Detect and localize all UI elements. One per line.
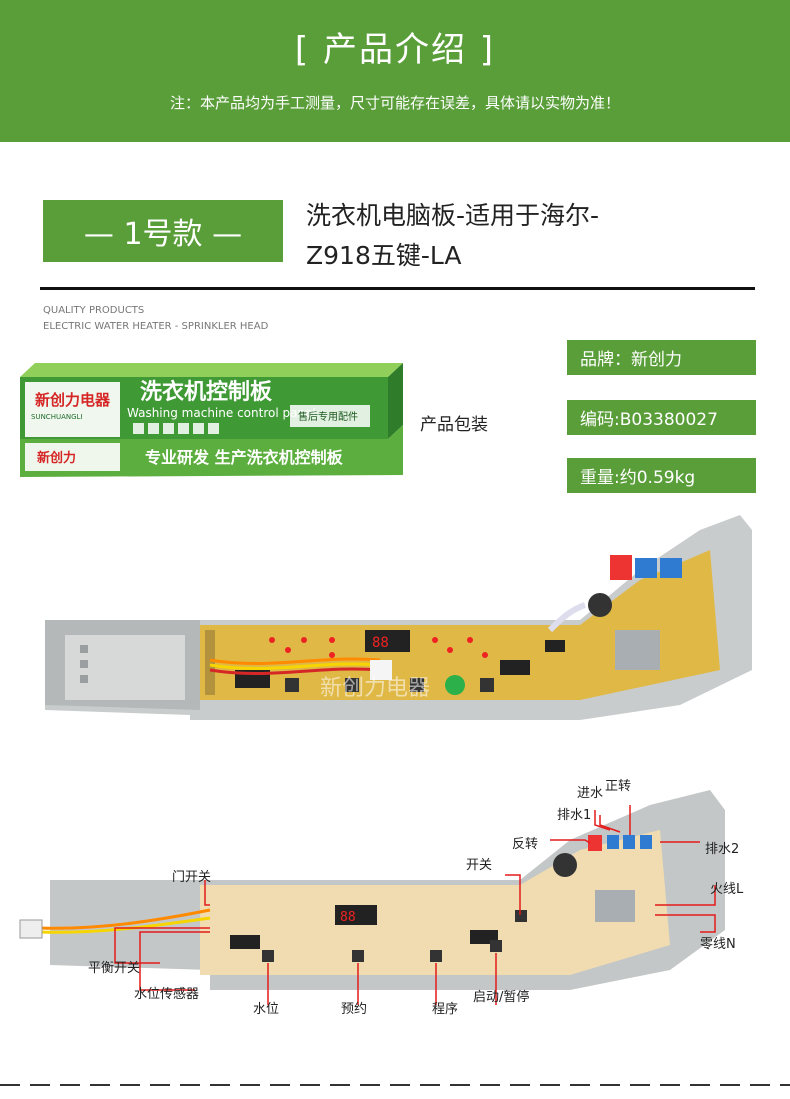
model-title-line1: 洗衣机电脑板-适用于海尔-: [306, 201, 600, 230]
model-title-line2: Z918五键-LA: [306, 241, 462, 270]
watermark: 新创力电器: [320, 676, 430, 701]
svg-text:88: 88: [372, 635, 389, 651]
box-service: 售后专用配件: [298, 410, 358, 423]
callout-lingxian: 零线N: [700, 937, 736, 952]
callout-shuiwei: 水位: [253, 1002, 280, 1017]
callout-shuiwei-sensor: 水位传感器: [134, 987, 200, 1002]
box-logo: 新创力电器: [35, 391, 111, 409]
pcb-photo-top: 88 新创力电器: [45, 515, 752, 720]
callout-chengxu: 程序: [432, 1002, 459, 1017]
model-title: 洗衣机电脑板-适用于海尔- Z918五键-LA: [306, 196, 746, 276]
svg-text:新创力: 新创力: [37, 450, 76, 466]
box-subtitle: Washing machine control panel: [127, 406, 316, 420]
callout-yuyue: 预约: [341, 1002, 368, 1017]
callout-fanzhuan: 反转: [512, 837, 539, 852]
callout-pingheng: 平衡开关: [88, 961, 141, 976]
callout-huoxian: 火线L: [710, 882, 744, 897]
bottom-dashed-divider: [0, 1084, 790, 1086]
quality-line2: ELECTRIC WATER HEATER - SPRINKLER HEAD: [43, 321, 269, 332]
box-brand-en: SUNCHUANGLI: [31, 413, 83, 421]
intro-banner: [ 产品介绍 ] 注：本产品均为手工测量，尺寸可能存在误差，具体请以实物为准！: [0, 0, 790, 142]
svg-text:88: 88: [340, 910, 356, 925]
quality-caption: QUALITY PRODUCTS ELECTRIC WATER HEATER -…: [43, 303, 268, 335]
box-slogan: 专业研发 生产洗衣机控制板: [145, 448, 344, 467]
callout-menkaiguan: 门开关: [172, 870, 212, 885]
banner-title: [ 产品介绍 ]: [294, 30, 496, 70]
callout-zhengzhuan: 正转: [605, 779, 632, 794]
package-box-image: 新创力电器 SUNCHUANGLI 洗衣机控制板 Washing machine…: [20, 363, 403, 477]
callout-kaiguan: 开关: [466, 858, 493, 873]
package-label: 产品包装: [420, 415, 488, 435]
model-badge: — 1号款 —: [43, 200, 283, 262]
spec-weight: 重量:约0.59kg: [567, 458, 756, 493]
pcb-photo-annotated: 88: [19, 790, 725, 1005]
callout-qidong: 启动/暂停: [473, 990, 530, 1005]
banner-note: 注：本产品均为手工测量，尺寸可能存在误差，具体请以实物为准！: [169, 94, 620, 112]
spec-brand: 品牌：新创力: [567, 340, 756, 375]
spec-code: 编码:B03380027: [567, 400, 756, 435]
callout-jinshui: 进水: [577, 786, 604, 801]
callout-paishui1: 排水1: [557, 808, 592, 823]
box-title: 洗衣机控制板: [140, 379, 273, 405]
quality-line1: QUALITY PRODUCTS: [43, 305, 145, 316]
section-divider: [40, 287, 755, 290]
callout-paishui2: 排水2: [705, 842, 740, 857]
